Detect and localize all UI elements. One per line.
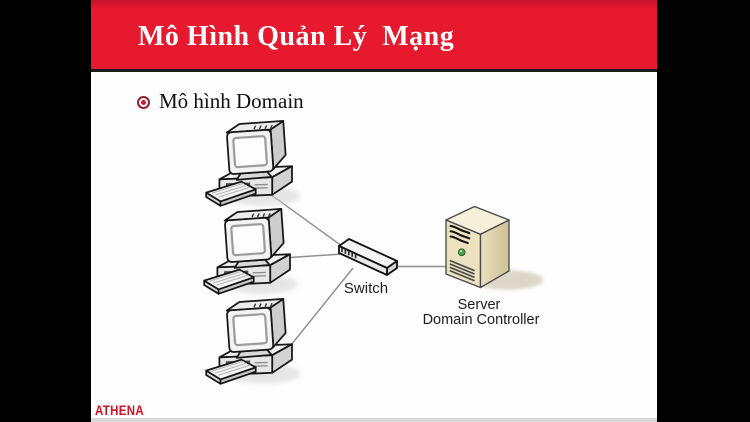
- server-label-line1: Server: [458, 297, 501, 313]
- computer-icon: [206, 121, 300, 206]
- bullet-label: Mô hình Domain: [159, 89, 304, 113]
- server-icon: [445, 205, 544, 290]
- letterbox-right: [657, 0, 750, 422]
- switch-label: Switch: [344, 280, 388, 297]
- network-diagram: Switch: [91, 0, 544, 422]
- slide-title: Mô Hình Quản Lý Mạng: [138, 20, 455, 52]
- switch-icon: [338, 238, 398, 276]
- title-banner: Mô Hình Quản Lý Mạng: [91, 0, 657, 72]
- server-label: Server Domain Controller: [423, 297, 540, 328]
- athena-watermark: ATHENA: [95, 402, 144, 418]
- bottom-edge: [91, 418, 657, 422]
- connection-line: [281, 253, 343, 259]
- slide: Mô Hình Quản Lý Mạng Mô hình Domain: [91, 0, 657, 422]
- computer-icon: [204, 209, 298, 294]
- computer-icon: [206, 299, 300, 384]
- bullet-icon: [137, 96, 150, 109]
- letterbox-left: [0, 0, 91, 422]
- connection-line: [290, 267, 354, 346]
- bullet-row: Mô hình Domain: [137, 89, 304, 116]
- server-label-line2: Domain Controller: [423, 312, 540, 328]
